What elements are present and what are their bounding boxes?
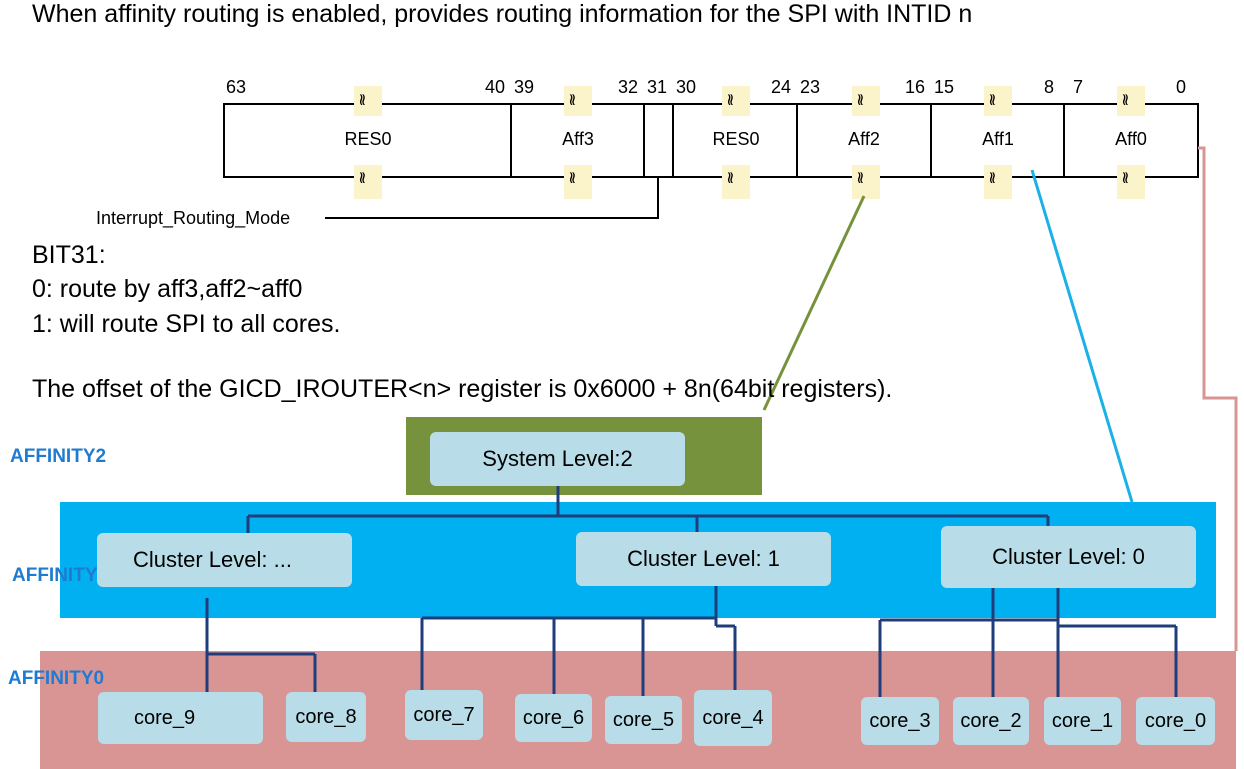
bit-number-24: 24 xyxy=(771,77,792,97)
cluster-node-1: Cluster Level: 1 xyxy=(576,532,831,586)
break-symbol: ≀≀ xyxy=(726,168,735,187)
field-aff2: Aff2 xyxy=(848,129,880,149)
routing-mode-label: Interrupt_Routing_Mode xyxy=(96,208,291,228)
system-level-node: System Level:2 xyxy=(430,432,685,486)
bit-number-63: 63 xyxy=(226,77,247,97)
break-symbol: ≀≀ xyxy=(1121,168,1130,187)
core-node-6: core_6 xyxy=(515,694,592,742)
register-dividers xyxy=(510,104,1065,177)
bit-number-32: 32 xyxy=(618,77,639,97)
bit-number-16: 16 xyxy=(905,77,926,97)
break-symbol: ≀≀ xyxy=(988,90,997,109)
routing-mode-leader xyxy=(325,177,659,219)
field-res0-lower: RES0 xyxy=(712,129,760,149)
affinity2-label: AFFINITY2 xyxy=(10,446,107,467)
bit-number-7: 7 xyxy=(1073,77,1084,97)
bit31-option-1: 1: will route SPI to all cores. xyxy=(32,310,341,338)
aff2-link xyxy=(762,195,866,411)
bit31-title: BIT31: xyxy=(32,241,106,269)
break-symbol: ≀≀ xyxy=(988,168,997,187)
bit-number-0: 0 xyxy=(1176,77,1187,97)
core-node-0: core_0 xyxy=(1136,697,1215,745)
break-symbol: ≀≀ xyxy=(568,168,577,187)
hierarchy-tree xyxy=(205,486,1178,697)
break-symbol: ≀≀ xyxy=(1121,90,1130,109)
cluster-node-0: Cluster Level: 0 xyxy=(941,526,1196,588)
bit-number-15: 15 xyxy=(934,77,955,97)
core-node-8: core_8 xyxy=(286,692,366,742)
page-heading: When affinity routing is enabled, provid… xyxy=(32,0,973,28)
bit-number-8: 8 xyxy=(1044,77,1055,97)
field-res0-upper: RES0 xyxy=(344,129,392,149)
bit-number-39: 39 xyxy=(514,77,535,97)
core-node-3: core_3 xyxy=(861,697,939,745)
bit-number-23: 23 xyxy=(800,77,821,97)
offset-note: The offset of the GICD_IROUTER<n> regist… xyxy=(32,375,893,403)
core-node-9: core_9 xyxy=(98,692,263,744)
core-node-7: core_7 xyxy=(405,690,483,740)
register-outline xyxy=(223,103,1199,178)
bit-number-31: 31 xyxy=(647,77,668,97)
core-node-1: core_1 xyxy=(1044,697,1121,745)
core-node-4: core_4 xyxy=(694,690,772,746)
field-aff1: Aff1 xyxy=(982,129,1014,149)
break-symbol: ≀≀ xyxy=(726,90,735,109)
break-symbol: ≀≀ xyxy=(358,90,367,109)
break-symbol: ≀≀ xyxy=(856,168,865,187)
bit-number-40: 40 xyxy=(485,77,506,97)
affinity1-label: AFFINITY1 xyxy=(12,565,109,586)
aff0-link xyxy=(1198,146,1238,651)
break-highlights xyxy=(354,86,1145,199)
core-node-5: core_5 xyxy=(605,696,682,744)
break-symbol: ≀≀ xyxy=(856,90,865,109)
cluster-node-other: Cluster Level: ... xyxy=(97,533,352,587)
aff1-link xyxy=(1030,169,1134,503)
bit-number-30: 30 xyxy=(676,77,697,97)
core-node-2: core_2 xyxy=(953,697,1029,745)
break-symbol: ≀≀ xyxy=(568,90,577,109)
affinity0-label: AFFINITY0 xyxy=(8,668,105,689)
field-aff0: Aff0 xyxy=(1115,129,1147,149)
field-aff3: Aff3 xyxy=(562,129,594,149)
bit31-option-0: 0: route by aff3,aff2~aff0 xyxy=(32,275,303,303)
break-symbol: ≀≀ xyxy=(358,168,367,187)
